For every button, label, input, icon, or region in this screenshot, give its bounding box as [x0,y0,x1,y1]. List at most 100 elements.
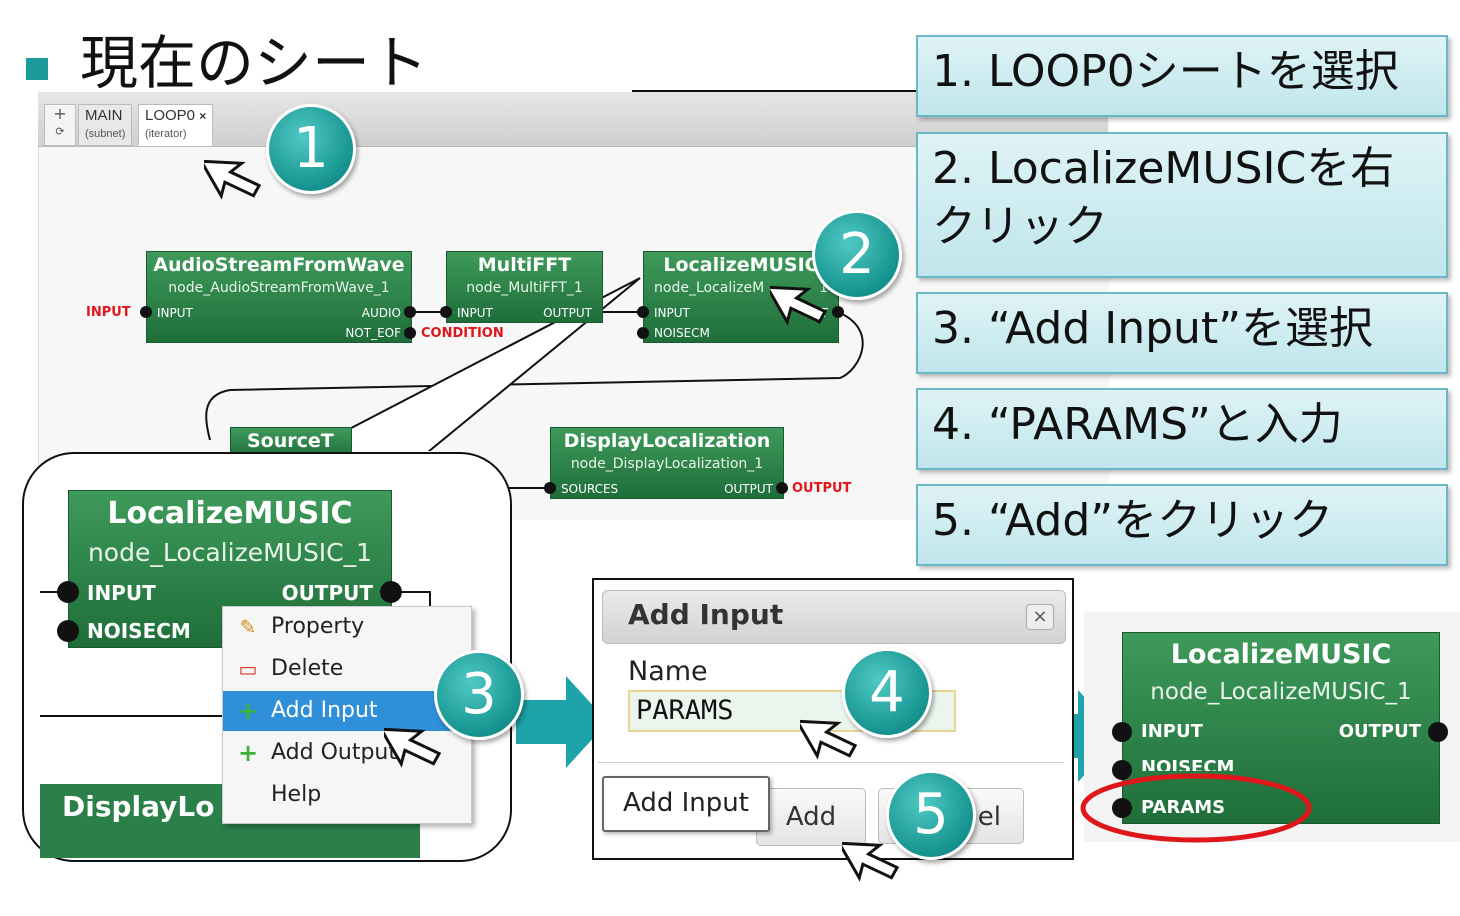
node-id: node_LocalizeMUSIC_1 [1150,679,1412,705]
tab-tools[interactable]: + ⟳ [44,104,76,146]
port-dot[interactable] [1428,722,1448,742]
step-badge-2: 2 [812,210,902,300]
dialog-titlebar[interactable] [602,590,1066,644]
tab-main[interactable]: MAIN (subnet) [78,104,133,146]
port-input: INPUT [654,306,690,320]
node-title: MultiFFT [477,254,572,276]
menu-item-property[interactable]: ✎ Property [223,607,471,647]
port-output: OUTPUT [543,306,592,320]
menu-item-add-output[interactable]: + Add Output [237,739,398,767]
menu-item-add-input[interactable]: + Add Input [223,691,471,731]
step-1: 1. LOOP0シートを選択 [916,35,1448,117]
port-not-eof: NOT_EOF [345,326,401,340]
step-badge-4: 4 [842,648,932,738]
port-dot[interactable] [1112,722,1132,742]
step-4: 4. “PARAMS”と入力 [916,388,1448,470]
step-3: 3. “Add Input”を選択 [916,292,1448,374]
zoom-display-node-title: DisplayLo [62,790,215,823]
port-dot[interactable] [637,306,649,318]
node-title: SourceT [247,430,334,452]
node-id: node_LocalizeMUSIC_1 [87,538,373,567]
highlight-ellipse [1080,773,1312,843]
port-dot[interactable] [380,581,402,603]
port-dot[interactable] [140,306,152,318]
dialog-title: Add Input [628,598,784,631]
pencil-icon: ✎ [239,615,257,639]
node-title: LocalizeMUSIC [107,496,353,531]
node-title: AudioStreamFromWave [153,254,405,276]
page-title: 現在のシート [80,29,429,97]
node-multifft[interactable]: MultiFFT node_MultiFFT_1 INPUT OUTPUT [446,251,603,323]
port-dot[interactable] [57,581,79,603]
port-input: INPUT [457,306,493,320]
port-dot[interactable] [57,620,79,642]
port-dot[interactable] [404,327,416,339]
port-dot[interactable] [832,306,844,318]
step-5: 5. “Add”をクリック [916,484,1448,566]
refresh-icon[interactable]: ⟳ [55,125,65,138]
step-2: 2. LocalizeMUSICを右クリック [916,132,1448,278]
port-dot[interactable] [404,306,416,318]
flow-arrow [516,676,608,768]
title-bullet [26,58,48,80]
menu-item-delete[interactable]: ▭ Delete [238,656,344,681]
cursor-arrow-icon [384,727,442,768]
port-noisecm: NOISECM [87,619,191,643]
port-output: OUTPUT [281,581,373,605]
port-sources: SOURCES [561,482,619,496]
cursor-arrow-icon [800,719,858,760]
port-input: INPUT [87,581,156,605]
port-input: INPUT [157,306,193,320]
port-dot[interactable] [637,327,649,339]
node-title: LocalizeMUSIC [1170,639,1392,670]
result-node-localizemusic[interactable]: LocalizeMUSIC node_LocalizeMUSIC_1 INPUT… [1122,632,1440,824]
step-badge-3: 3 [434,650,524,740]
plus-icon: + [237,739,259,767]
port-dot[interactable] [1112,760,1132,780]
port-noisecm: NOISECM [1141,757,1235,771]
tooltip: Add Input [602,776,770,832]
step-badge-5: 5 [886,770,976,860]
port-noisecm: NOISECM [654,326,710,340]
node-title: DisplayLocalization [563,430,771,452]
menu-item-help[interactable]: Help [271,782,322,807]
port-dot[interactable] [1112,798,1132,818]
cursor-arrow-icon [842,841,900,882]
port-dot[interactable] [440,306,452,318]
node-title: LocalizeMUSIC [663,254,819,276]
node-id: node_MultiFFT_1 [466,280,583,296]
condition-label: CONDITION [421,326,504,341]
port-dot[interactable] [776,482,788,494]
name-label: Name [628,656,708,687]
plus-icon: + [237,697,259,725]
tab-loop0[interactable]: LOOP0 × (iterator) [138,104,214,146]
port-params: PARAMS [1141,797,1226,818]
port-audio: AUDIO [361,306,401,320]
add-sheet-icon[interactable]: + [53,104,67,123]
port-output: OUTPUT [1338,721,1421,742]
dialog-divider [598,762,1064,763]
port-output: OUTPUT [724,482,773,496]
add-button[interactable]: Add [756,788,866,846]
node-audiostreamfromwave[interactable]: AudioStreamFromWave node_AudioStreamFrom… [146,251,412,343]
delete-document-icon: ▭ [238,657,258,681]
port-input: INPUT [1141,721,1203,742]
tab-loop0-type: (iterator) [145,128,187,140]
input-label: INPUT [86,305,131,320]
cursor-arrow-icon [770,285,828,326]
step-badge-1: 1 [266,104,356,194]
tab-main-label: MAIN [85,107,123,124]
close-icon[interactable]: × [1026,604,1054,630]
output-label: OUTPUT [792,481,852,496]
close-icon[interactable]: × [199,109,207,123]
title-rule [632,90,922,92]
tab-main-type: (subnet) [85,128,126,140]
context-menu: ✎ Property ▭ Delete + Add Input + Add Ou… [222,606,472,824]
node-id: node_AudioStreamFromWave_1 [168,280,390,296]
node-displaylocalization[interactable]: DisplayLocalization node_DisplayLocaliza… [550,427,784,499]
port-dot[interactable] [544,482,556,494]
cursor-arrow-icon [204,159,262,200]
tab-loop0-label: LOOP0 × [145,107,207,124]
